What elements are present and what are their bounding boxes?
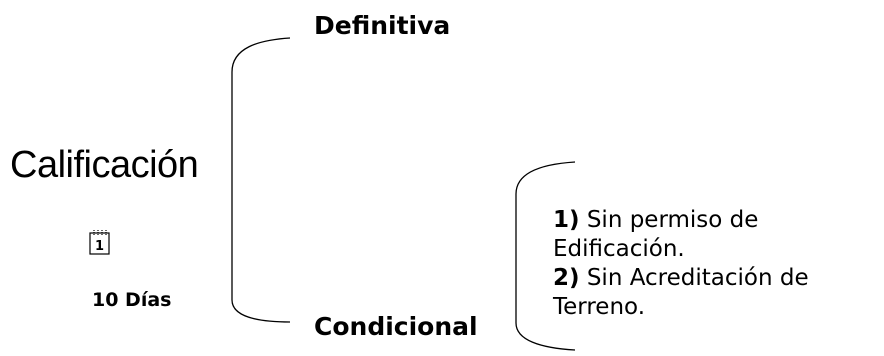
- condition-2-line: 2) Sin Acreditación de: [553, 264, 809, 293]
- condition-1-line: 1) Sin permiso de: [553, 206, 809, 235]
- calendar-day-number: 1: [95, 239, 104, 254]
- condition-2-number: 2): [553, 265, 580, 291]
- option-definitiva: Definitiva: [314, 11, 451, 40]
- condition-1-text: Sin permiso de: [586, 207, 759, 233]
- option-condicional: Condicional: [314, 312, 478, 341]
- calendar-day-icon: 1: [89, 230, 110, 255]
- conditions-list: 1) Sin permiso de Edificación. 2) Sin Ac…: [553, 206, 809, 322]
- main-term: Calificación: [10, 144, 199, 186]
- condition-2-text: Sin Acreditación de: [586, 265, 809, 291]
- conditional-bracket: [515, 161, 576, 351]
- condition-1-continuation: Edificación.: [553, 236, 685, 262]
- condition-2-continuation: Terreno.: [553, 294, 645, 320]
- duration-label: 10 Días: [92, 289, 172, 311]
- condition-1-number: 1): [553, 207, 580, 233]
- main-bracket: [231, 37, 291, 323]
